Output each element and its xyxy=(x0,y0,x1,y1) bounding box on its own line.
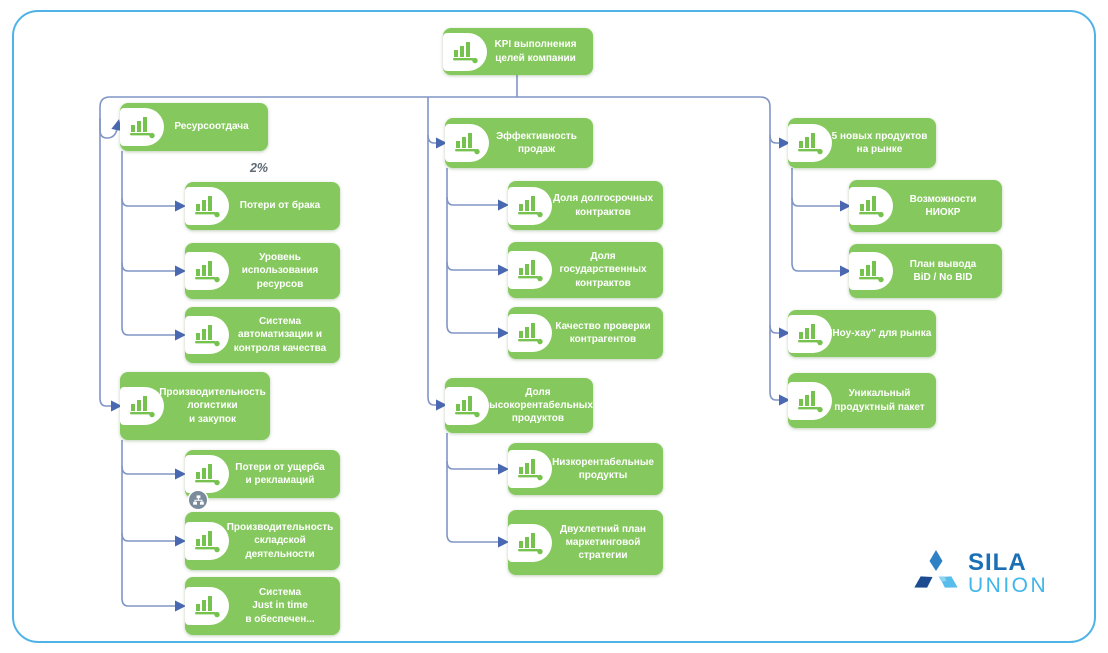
node-label: KPI выполнения целей компании xyxy=(494,39,577,64)
node-poteri-ot-ushcherba[interactable]: Потери от ущерба и рекламаций xyxy=(185,450,340,498)
node-sistema-avtomatizacii[interactable]: Система автоматизации и контроля качеств… xyxy=(185,307,340,363)
node-label: План вывода BiD / No BID xyxy=(909,258,977,283)
logo-text-sila: SILA xyxy=(968,548,1027,576)
node-poteri-ot-braka[interactable]: Потери от брака xyxy=(185,182,340,230)
node-vozmozhnosti-niokr[interactable]: Возможности НИОКР xyxy=(849,180,1002,232)
node-label: Низкорентабельные продукты xyxy=(552,456,654,481)
node-label: Потери от ущерба и рекламаций xyxy=(235,461,325,486)
node-dolya-vysokorentabelnyh-produktov[interactable]: Доля высокорентабельных продуктов xyxy=(445,378,593,433)
bar-chart-icon xyxy=(120,387,164,425)
node-label: "Ноу-хау" для рынка xyxy=(827,327,932,339)
node-label: Производительность складской деятельност… xyxy=(226,522,334,560)
node-label: Ресурсоотдача xyxy=(174,121,249,133)
node-proizvoditelnost-logistiki[interactable]: Производительность логистики и закупок xyxy=(120,372,270,440)
bar-chart-icon xyxy=(508,251,552,289)
node-label: Уникальный продуктный пакет xyxy=(834,388,925,413)
node-uroven-ispolzovaniya-resursov[interactable]: Уровень использования ресурсов xyxy=(185,243,340,299)
node-kachestvo-proverki-kontragentov[interactable]: Качество проверки контрагентов xyxy=(508,307,663,359)
node-label: 5 новых продуктов на рынке xyxy=(831,130,928,155)
kpi-value-label: 2% xyxy=(249,161,269,175)
node-5-novyh-produktov[interactable]: 5 новых продуктов на рынке xyxy=(788,118,936,168)
node-label: Доля государственных контрактов xyxy=(559,251,647,289)
node-label: Система Just in time в обеспечен... xyxy=(245,587,315,625)
logo-text-union: UNION xyxy=(968,573,1049,597)
bar-chart-icon xyxy=(185,455,229,493)
bar-chart-icon xyxy=(185,252,229,290)
node-label: Двухлетний план маркетинговой стратегии xyxy=(560,523,646,562)
bar-chart-icon xyxy=(120,108,164,146)
node-plan-vyvoda-bid[interactable]: План вывода BiD / No BID xyxy=(849,244,1002,298)
node-label: Качество проверки контрагентов xyxy=(555,320,651,345)
node-label: Производительность логистики и закупок xyxy=(159,387,266,425)
node-label: Потери от брака xyxy=(239,200,321,212)
node-label: Доля высокорентабельных продуктов xyxy=(483,386,593,425)
bar-chart-icon xyxy=(849,252,893,290)
bar-chart-icon xyxy=(788,124,832,162)
sila-union-logo-mark xyxy=(914,550,958,588)
bar-chart-icon xyxy=(508,314,552,352)
node-proizvoditelnost-skladskoy[interactable]: Производительность складской деятельност… xyxy=(185,512,340,570)
node-nizkorentabelnye-produkty[interactable]: Низкорентабельные продукты xyxy=(508,443,663,495)
bar-chart-icon xyxy=(185,587,229,625)
sila-union-logo: SILA UNION xyxy=(912,549,1048,599)
node-dvuhletniy-plan-marketinga[interactable]: Двухлетний план маркетинговой стратегии xyxy=(508,510,663,575)
node-effektivnost-prodazh[interactable]: Эффективность продаж xyxy=(445,118,593,168)
node-nou-hau-dlya-rynka[interactable]: "Ноу-хау" для рынка xyxy=(788,310,936,357)
bar-chart-icon xyxy=(445,124,489,162)
bar-chart-icon xyxy=(508,523,552,562)
bar-chart-icon xyxy=(788,314,832,353)
node-label: Система автоматизации и контроля качеств… xyxy=(233,316,327,354)
bar-chart-icon xyxy=(185,522,229,560)
bar-chart-icon xyxy=(788,381,832,420)
bar-chart-icon xyxy=(508,186,552,225)
bar-chart-icon xyxy=(508,450,552,488)
bar-chart-icon xyxy=(849,187,893,225)
decomposition-badge-icon[interactable] xyxy=(189,491,207,509)
node-kpi-root[interactable]: KPI выполнения целей компании xyxy=(443,28,593,75)
node-unikalnyy-produktnyy-paket[interactable]: Уникальный продуктный пакет xyxy=(788,373,936,428)
node-label: Доля долгосрочных контрактов xyxy=(552,193,654,218)
bar-chart-icon xyxy=(445,386,489,425)
node-dolya-dolgosrochnyh-kontraktov[interactable]: Доля долгосрочных контрактов xyxy=(508,181,663,230)
node-label: Уровень использования ресурсов xyxy=(241,252,319,290)
node-label: Возможности НИОКР xyxy=(909,193,977,218)
node-sistema-just-in-time[interactable]: Система Just in time в обеспечен... xyxy=(185,577,340,635)
node-label: Эффективность продаж xyxy=(496,130,577,155)
bar-chart-icon xyxy=(443,32,487,71)
bar-chart-icon xyxy=(185,187,229,225)
node-resursootdacha[interactable]: Ресурсоотдача xyxy=(120,103,268,151)
node-dolya-gosudarstvennyh-kontraktov[interactable]: Доля государственных контрактов xyxy=(508,242,663,298)
bar-chart-icon xyxy=(185,316,229,354)
